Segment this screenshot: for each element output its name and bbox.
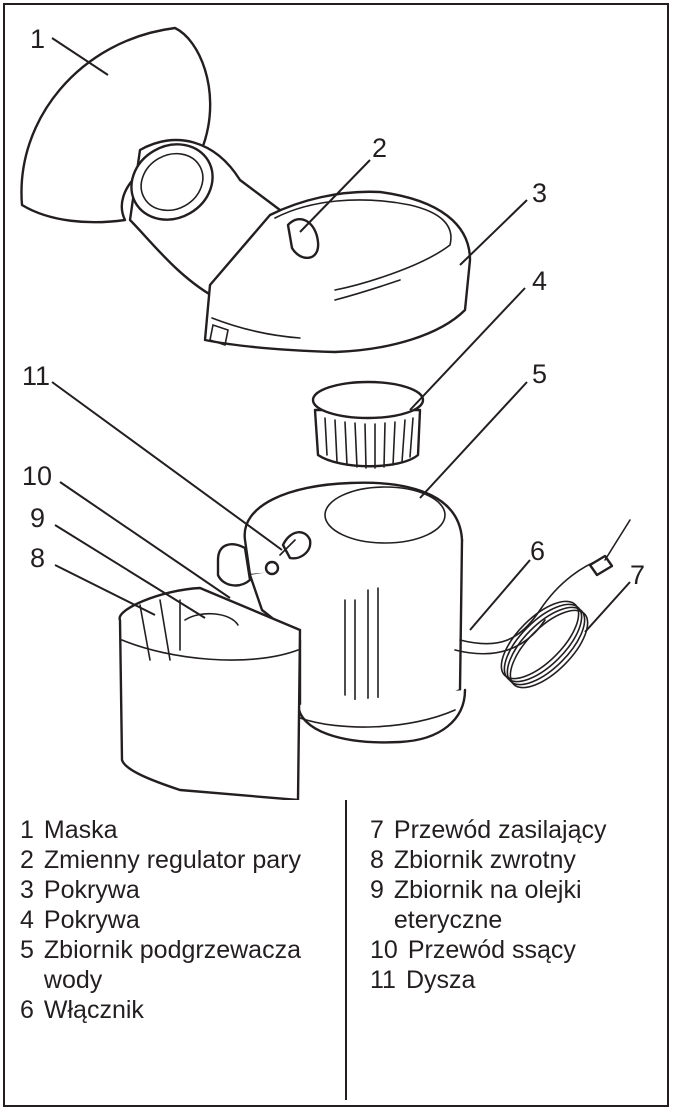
legend-number: 11: [370, 966, 396, 994]
legend-number: 2: [20, 846, 34, 874]
legend-text: Zbiornik podgrzewacza wody: [43, 936, 301, 994]
legend-number: 10: [370, 936, 398, 964]
legend-number: 6: [20, 996, 34, 1024]
callout-1: 1: [30, 24, 45, 54]
legend-text: Zbiornik na olejki eteryczne: [393, 876, 582, 934]
heater-base-part: [216, 481, 467, 744]
legend-item: 11 Dysza: [370, 965, 665, 995]
callout-4: 4: [532, 266, 547, 296]
legend-text: Przewód ssący: [407, 936, 576, 964]
legend-text: Zbiornik zwrotny: [393, 846, 576, 874]
legend-item: 1 Maska: [20, 815, 340, 845]
callout-6: 6: [530, 536, 545, 566]
legend-item: 4 Pokrywa: [20, 905, 340, 935]
leader-lines: [51, 37, 631, 633]
legend-item: 7 Przewód zasilający: [370, 815, 665, 845]
legend-item: 6 Włącznik: [20, 995, 340, 1025]
callout-5: 5: [532, 359, 547, 389]
legend-text: Zmienny regulator pary: [43, 846, 301, 874]
return-tank-part: [118, 586, 302, 800]
diagram-frame: [3, 3, 669, 1107]
legend-item: 8 Zbiornik zwrotny: [370, 845, 665, 875]
callout-7: 7: [630, 560, 645, 590]
legend-number: 7: [370, 816, 384, 844]
power-cord-part: [454, 519, 631, 689]
inhaler-exploded-drawing: 1 2 3 4 5 6 7 8 9 10 11: [20, 24, 645, 800]
legend-text: Pokrywa: [43, 906, 140, 934]
legend-item: 5 Zbiornik podgrzewacza wody: [20, 935, 340, 995]
callout-11: 11: [22, 361, 50, 391]
legend-number: 1: [20, 816, 34, 844]
legend-text: Pokrywa: [43, 876, 140, 904]
legend-item: 10 Przewód ssący: [370, 935, 665, 965]
cap-part: [311, 380, 425, 469]
legend-item: 3 Pokrywa: [20, 875, 340, 905]
legend-item: 2 Zmienny regulator pary: [20, 845, 340, 875]
legend-number: 3: [20, 876, 34, 904]
legend-number: 9: [370, 876, 384, 904]
callout-2: 2: [372, 133, 387, 163]
legend-text: Przewód zasilający: [393, 816, 607, 844]
legend-text: Dysza: [405, 966, 476, 994]
callout-9: 9: [30, 503, 45, 533]
callout-8: 8: [30, 543, 45, 573]
callout-10: 10: [22, 461, 52, 491]
callout-3: 3: [532, 178, 547, 208]
legend-number: 5: [20, 936, 34, 964]
cover-part: [203, 190, 472, 354]
legend-number: 4: [20, 906, 34, 934]
legend-item: 9 Zbiornik na olejki eteryczne: [370, 875, 665, 935]
callout-numbers: 1 2 3 4 5 6 7 8 9 10 11: [22, 24, 645, 590]
legend-text: Maska: [43, 816, 118, 844]
legend-divider: [345, 800, 347, 1100]
legend-number: 8: [370, 846, 384, 874]
legend-text: Włącznik: [43, 996, 144, 1024]
